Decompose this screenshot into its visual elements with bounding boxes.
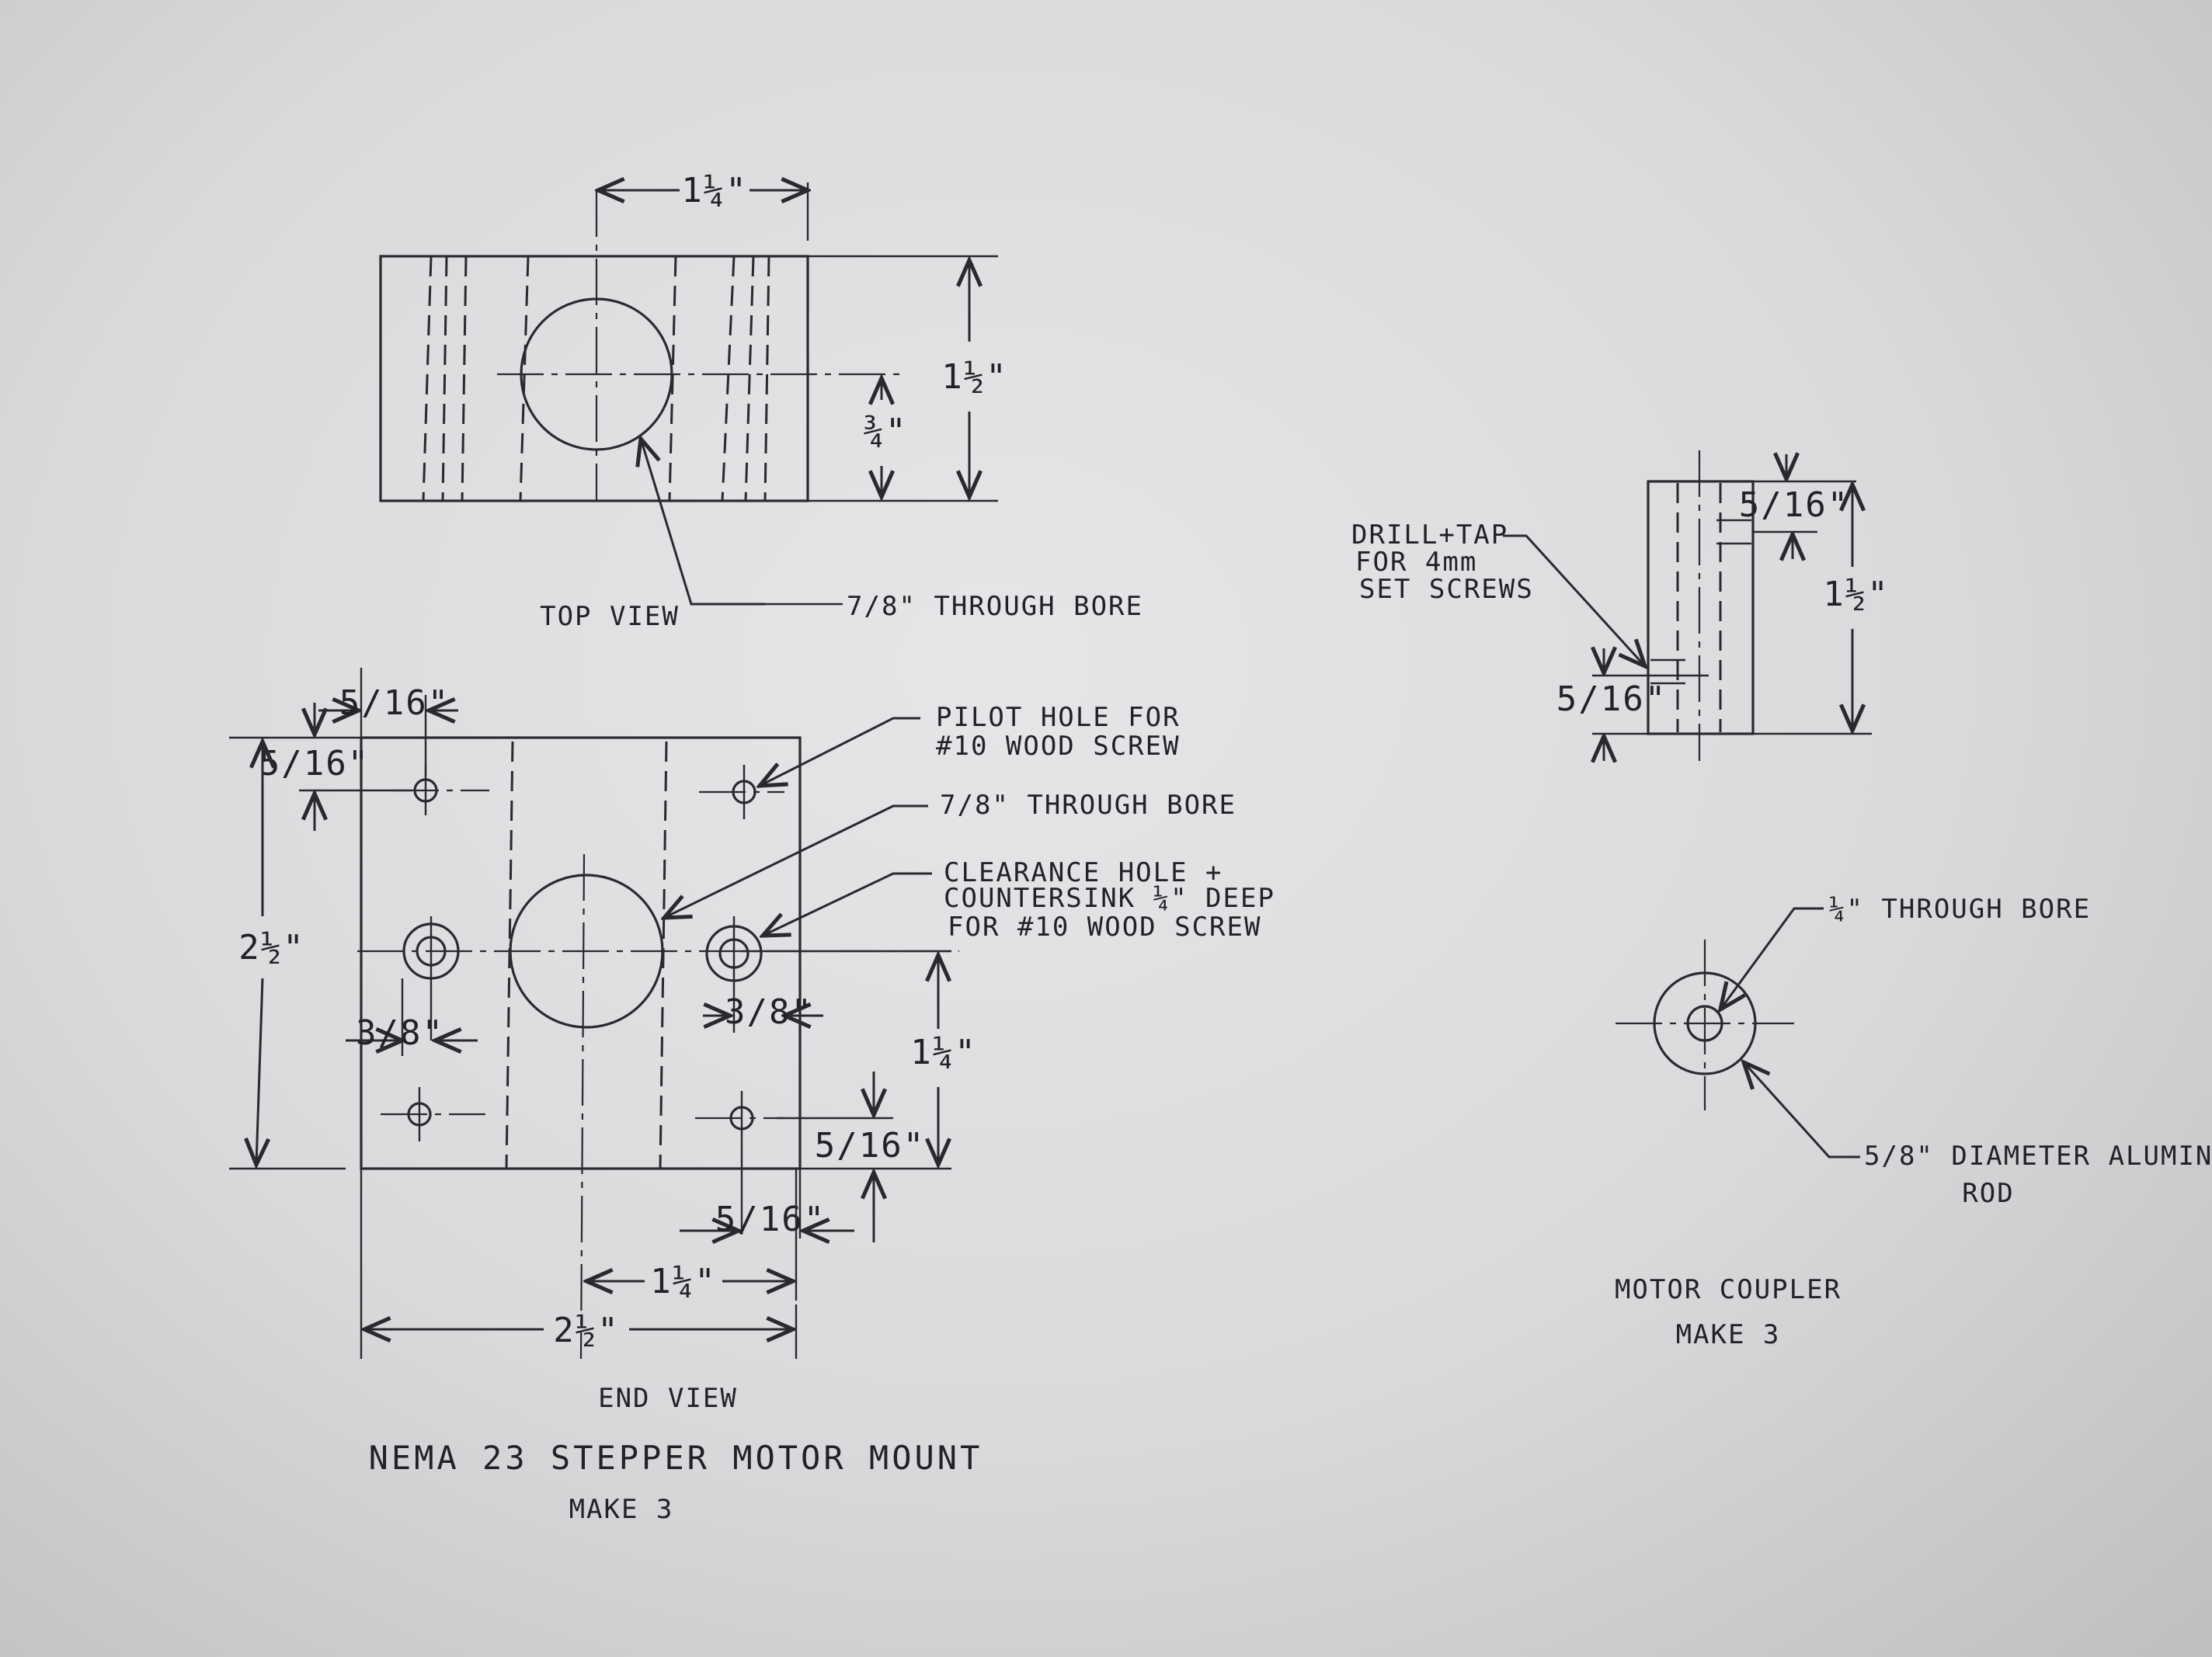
coupler-title: MOTOR COUPLER — [1615, 1274, 1842, 1305]
end-view-left-counterbore-dim: 3/8" — [356, 1013, 444, 1053]
end-view-center-height-dim: 1¼" — [910, 1033, 976, 1072]
set-screw-note-line3: SET SCREWS — [1359, 574, 1534, 605]
mount-title: NEMA 23 STEPPER MOTOR MOUNT — [369, 1439, 983, 1477]
set-screw-note-line1: DRILL+TAP — [1351, 519, 1508, 551]
coupler-rod-note-line1: 5/8" DIAMETER ALUMINUM — [1864, 1141, 2212, 1172]
end-view-total-height-dim: 2½" — [238, 928, 304, 967]
clearance-note-line1: CLEARANCE HOLE + — [944, 857, 1223, 888]
coupler-height-dim: 1½" — [1823, 575, 1889, 614]
leader-line — [1744, 1062, 1860, 1159]
pilot-note-line1: PILOT HOLE FOR — [936, 702, 1181, 733]
pilot-note-line2: #10 WOOD SCREW — [936, 731, 1181, 762]
end-view-bore-note: 7/8" THROUGH BORE — [940, 790, 1236, 821]
end-view-bottom-v-dim: 5/16" — [815, 1126, 925, 1165]
top-view-caption: TOP VIEW — [540, 601, 680, 632]
top-view-hidden-line — [721, 255, 736, 502]
end-view-right-counterbore-dim: 3/8" — [725, 992, 813, 1032]
top-view-hidden-line — [519, 255, 530, 502]
set-screw-note-line2: FOR 4mm — [1355, 547, 1477, 578]
coupler-bottom-dim: 5/16" — [1556, 679, 1667, 719]
leader-line — [1503, 534, 1645, 666]
coupler-side-view: 5/16" 5/16" 1½" DRILL+TAP FOR 4mm SET SC… — [1351, 450, 1889, 761]
leader-line — [760, 717, 920, 786]
clearance-note-line2: COUNTERSINK ¼" DEEP — [944, 883, 1275, 914]
top-view-center-dim: ¾" — [864, 412, 908, 451]
leader-line — [763, 872, 932, 936]
leader-line — [664, 804, 928, 918]
top-view-height-dim: 1½" — [941, 357, 1007, 397]
end-view-caption: END VIEW — [598, 1383, 738, 1414]
top-view-hidden-line — [461, 255, 468, 502]
dimension-arrow — [256, 978, 263, 1165]
top-view: 1¼" 1½" ¾" 7/8" THROUGH BORE TOP VIEW — [379, 171, 1143, 632]
coupler-quantity: MAKE 3 — [1676, 1319, 1781, 1350]
top-view-bore-note: 7/8" THROUGH BORE — [847, 591, 1143, 622]
top-view-hidden-line — [763, 255, 770, 502]
coupler-bore-note: ¼" THROUGH BORE — [1829, 894, 2091, 925]
top-view-hidden-line — [744, 255, 755, 502]
coupler-side-outline — [1647, 480, 1755, 735]
end-view-centerline — [579, 853, 586, 1360]
coupler-rod-note-line2: ROD — [1962, 1178, 2014, 1209]
end-view-center-width-dim: 1¼" — [650, 1262, 716, 1301]
end-view-top-v-dim: 5/16" — [259, 744, 370, 783]
coupler-top-dim: 5/16" — [1739, 485, 1849, 525]
top-view-hidden-line — [441, 255, 448, 502]
end-view-total-width-dim: 2½" — [553, 1311, 619, 1350]
top-view-outline — [379, 255, 809, 502]
leader-line — [641, 439, 765, 606]
end-view-outline — [360, 736, 802, 1170]
coupler-end-view: ¼" THROUGH BORE 5/8" DIAMETER ALUMINUM R… — [1615, 894, 2212, 1350]
end-view-bottom-h-dim: 5/16" — [715, 1200, 826, 1239]
top-view-hidden-line — [422, 255, 433, 502]
top-view-width-dim: 1¼" — [681, 171, 747, 210]
leader-line — [1720, 907, 1824, 1009]
clearance-note-line3: FOR #10 WOOD SCREW — [948, 912, 1261, 943]
end-view: 5/16" 5/16" 2½" 3/8" 3/8" 1¼" 5/16" 5/16… — [229, 668, 1275, 1525]
mount-quantity: MAKE 3 — [569, 1494, 674, 1525]
end-view-top-h-dim: 5/16" — [339, 683, 450, 723]
